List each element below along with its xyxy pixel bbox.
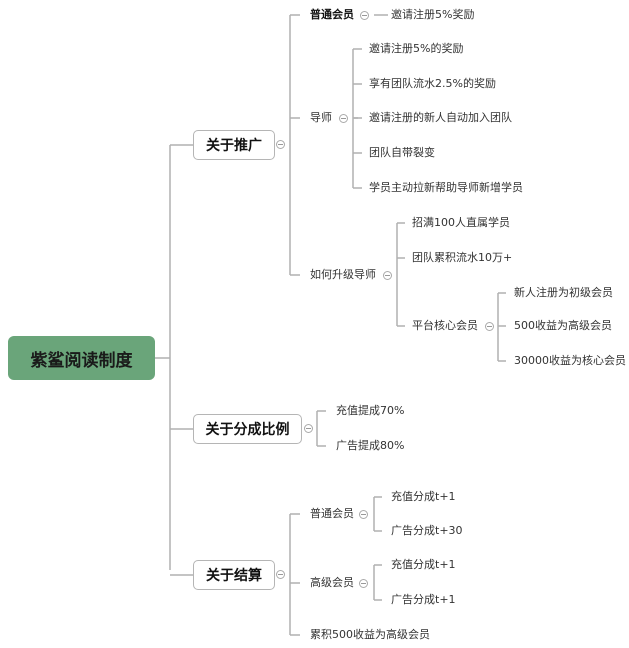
collapse-toggle-icon[interactable] [359,579,368,588]
node-leaf[interactable]: 学员主动拉新帮助导师新增学员 [369,181,523,194]
branch-commission-ratio[interactable]: 关于分成比例 [193,414,302,444]
node-leaf[interactable]: 广告分成t+30 [391,524,463,537]
node-upgrade-mentor[interactable]: 如何升级导师 [310,268,376,281]
node-leaf[interactable]: 累积500收益为高级会员 [310,628,430,641]
node-leaf[interactable]: 充值提成70% [336,404,405,417]
node-leaf[interactable]: 招满100人直属学员 [412,216,510,229]
collapse-toggle-icon[interactable] [339,114,348,123]
root-node[interactable]: 紫鲨阅读制度 [8,336,155,380]
node-leaf[interactable]: 充值分成t+1 [391,490,456,503]
node-senior-member-settlement[interactable]: 高级会员 [310,576,354,589]
node-leaf[interactable]: 团队累积流水10万+ [412,251,513,264]
collapse-toggle-icon[interactable] [485,322,494,331]
node-regular-member-settlement[interactable]: 普通会员 [310,507,354,520]
node-leaf[interactable]: 广告分成t+1 [391,593,456,606]
node-regular-member[interactable]: 普通会员 [310,8,354,21]
collapse-toggle-icon[interactable] [359,510,368,519]
node-leaf[interactable]: 广告提成80% [336,439,405,452]
node-mentor[interactable]: 导师 [310,111,332,124]
collapse-toggle-icon[interactable] [360,11,369,20]
node-leaf[interactable]: 邀请注册5%奖励 [391,8,475,21]
node-platform-core-member[interactable]: 平台核心会员 [412,319,478,332]
branch-promotion[interactable]: 关于推广 [193,130,275,160]
collapse-toggle-icon[interactable] [304,424,313,433]
node-leaf[interactable]: 30000收益为核心会员 [514,354,626,367]
branch-settlement[interactable]: 关于结算 [193,560,275,590]
collapse-toggle-icon[interactable] [383,271,392,280]
collapse-toggle-icon[interactable] [276,140,285,149]
node-leaf[interactable]: 新人注册为初级会员 [514,286,613,299]
node-leaf[interactable]: 享有团队流水2.5%的奖励 [369,77,496,90]
node-leaf[interactable]: 邀请注册5%的奖励 [369,42,464,55]
node-leaf[interactable]: 充值分成t+1 [391,558,456,571]
node-leaf[interactable]: 团队自带裂变 [369,146,435,159]
node-leaf[interactable]: 500收益为高级会员 [514,319,612,332]
collapse-toggle-icon[interactable] [276,570,285,579]
node-leaf[interactable]: 邀请注册的新人自动加入团队 [369,111,512,124]
